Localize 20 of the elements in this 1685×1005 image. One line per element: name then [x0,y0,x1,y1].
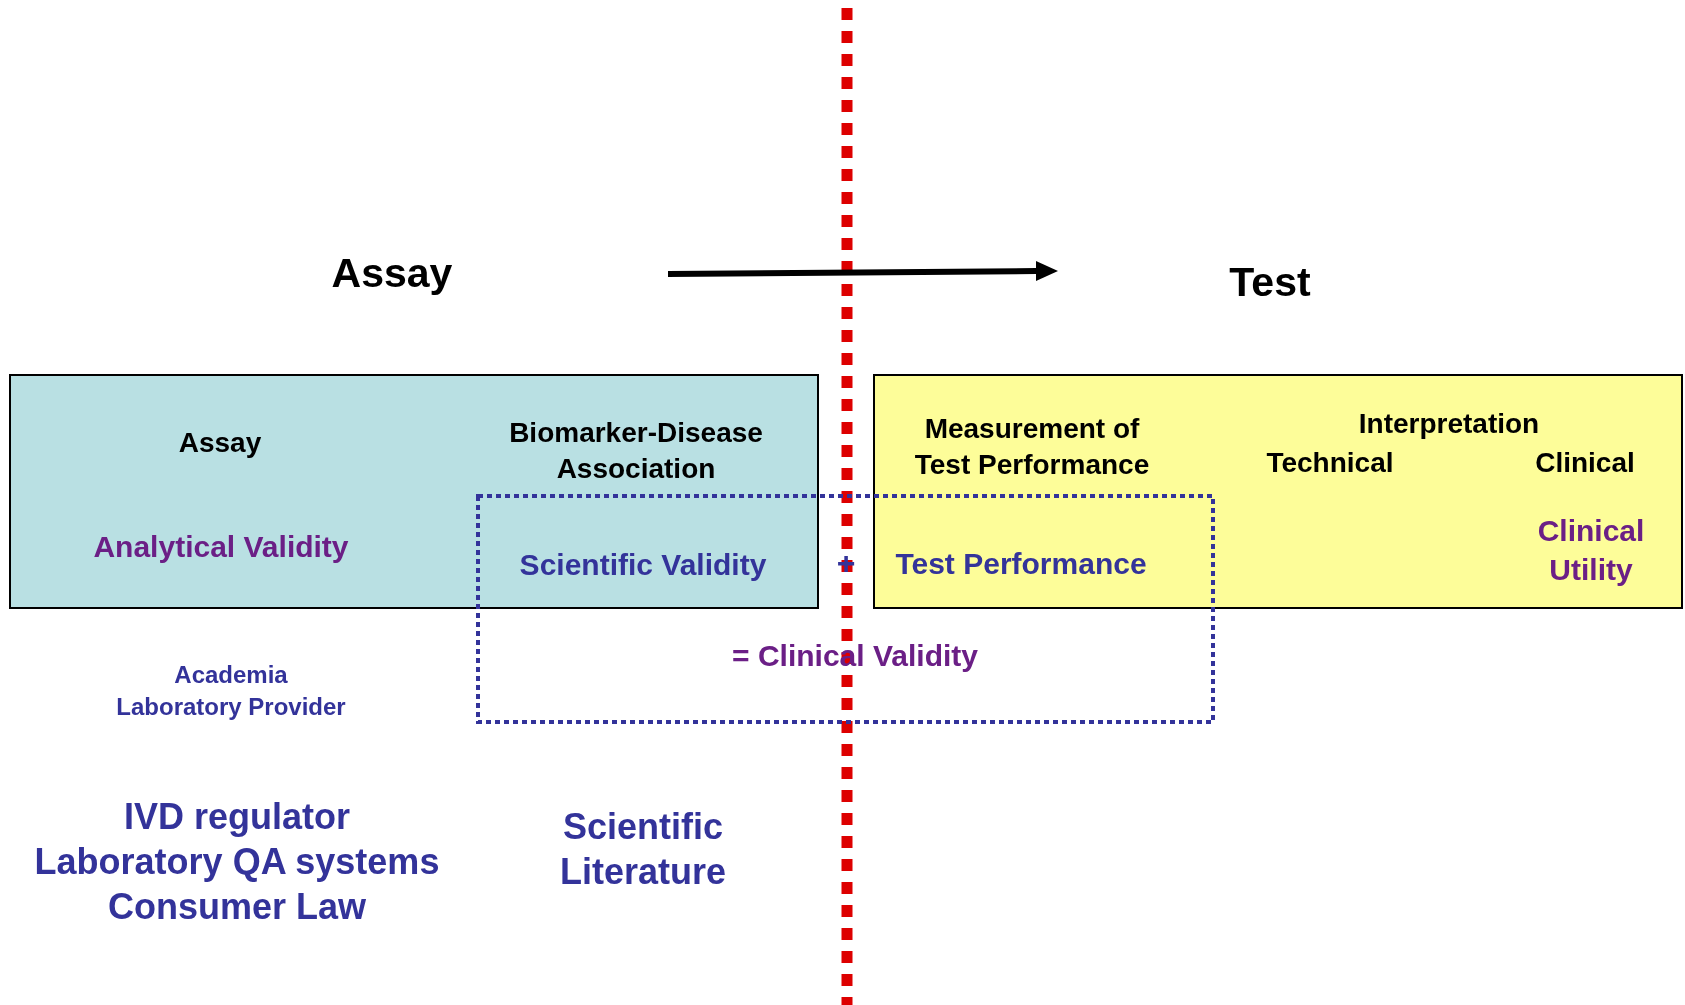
dotted-region [476,494,1215,724]
panel-text: Measurement of Test Performance [914,411,1150,482]
panel-text: Clinical [1535,445,1635,480]
panel-text: + [836,544,856,584]
panel-text: Test Performance [895,545,1147,582]
assay-panel [9,374,819,609]
panel-text: Clinical Utility [1537,513,1645,588]
panel-text: Interpretation [1358,406,1540,441]
panel-text: Scientific Validity [519,546,767,583]
panel-text: Biomarker-Disease Association [509,415,763,486]
panel-text: Analytical Validity [93,528,349,565]
source-text: Scientific Literature [560,805,726,894]
panel-text: Assay [178,425,262,460]
stakeholder-text: Academia Laboratory Provider [116,659,346,722]
stakeholder-text: IVD regulator Laboratory QA systems Consumer Law [34,794,440,929]
test-panel [873,374,1683,609]
panel-text: = Clinical Validity [732,637,978,674]
heading-text: Test [1229,258,1311,308]
heading-text: Assay [331,249,453,299]
panel-text: Technical [1266,445,1394,480]
